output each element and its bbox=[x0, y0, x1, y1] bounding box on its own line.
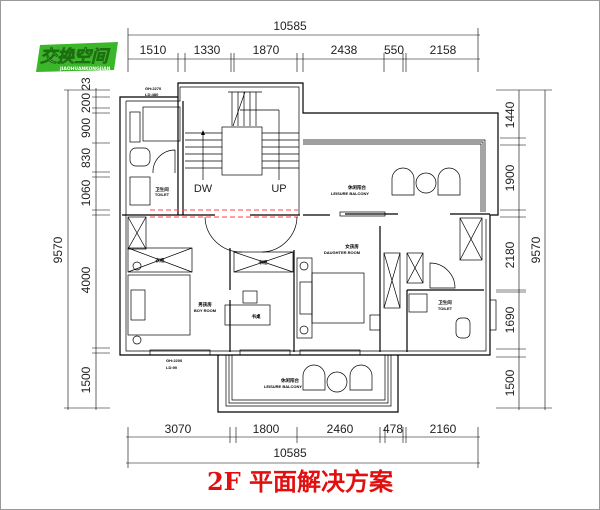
dim-left: 830 bbox=[79, 148, 93, 168]
left-dimensions: 9570 23 200 900 830 1060 4000 1500 bbox=[51, 77, 110, 410]
bookcase bbox=[233, 251, 294, 273]
dim-bottom: 3070 bbox=[165, 422, 192, 436]
round-table bbox=[415, 172, 437, 194]
chair bbox=[242, 290, 258, 304]
room-label-en: LEISURE BALCONY bbox=[264, 384, 303, 389]
bed bbox=[127, 274, 191, 336]
dim-left: 23 bbox=[79, 77, 93, 91]
dim-right: 1690 bbox=[503, 306, 517, 333]
room-label-cn: 女孩房 bbox=[345, 243, 359, 250]
wardrobe bbox=[127, 216, 147, 250]
desk bbox=[224, 304, 271, 326]
dim-bottom: 1800 bbox=[253, 422, 280, 436]
pillow bbox=[130, 289, 146, 321]
dim-top-total: 10585 bbox=[273, 19, 307, 33]
window-ld: LD:90 bbox=[166, 365, 178, 370]
dim-left: 4000 bbox=[79, 266, 93, 293]
dim-top: 550 bbox=[384, 43, 404, 57]
window-ld: LD:480 bbox=[145, 92, 159, 97]
dim-left: 1500 bbox=[79, 366, 93, 393]
toilet-fixture bbox=[129, 147, 151, 167]
dim-bottom: 478 bbox=[383, 422, 403, 436]
door-swing bbox=[152, 149, 176, 174]
door-swing bbox=[429, 262, 456, 289]
dim-top: 2438 bbox=[331, 43, 358, 57]
bookcase-label: 书柜 bbox=[259, 259, 268, 266]
dim-bottom: 2160 bbox=[430, 422, 457, 436]
toilet-fixture bbox=[455, 317, 471, 339]
dim-left-total: 9570 bbox=[51, 236, 65, 263]
room-label-en: TOILET bbox=[438, 306, 453, 311]
study: 书柜 书桌 bbox=[224, 251, 294, 326]
dim-bottom-total: 10585 bbox=[273, 446, 307, 460]
desk-label: 书桌 bbox=[252, 313, 261, 320]
bottom-dimensions: 3070 1800 2460 478 2160 10585 bbox=[126, 422, 480, 468]
chair bbox=[302, 364, 326, 391]
stair-up-label: UP bbox=[271, 183, 286, 195]
chair bbox=[349, 364, 373, 391]
dim-right: 1900 bbox=[503, 164, 517, 191]
dim-right: 2180 bbox=[503, 241, 517, 268]
balcony-top: 休闲阳台 LEISURE BALCONY bbox=[331, 167, 461, 196]
dim-right-total: 9570 bbox=[529, 236, 543, 263]
toilet-room-2: 卫生间 TOILET bbox=[383, 217, 483, 339]
wardrobe bbox=[127, 247, 193, 273]
wardrobe bbox=[406, 252, 424, 284]
round-table bbox=[326, 371, 348, 393]
shelf bbox=[129, 111, 141, 143]
dim-left: 900 bbox=[79, 118, 93, 138]
washbasin bbox=[129, 176, 151, 206]
wardrobe bbox=[383, 252, 401, 309]
room-label-en: DAUGHTER ROOM bbox=[324, 250, 361, 255]
room-label-en: LEISURE BALCONY bbox=[331, 191, 370, 196]
top-dimensions: 10585 1510 1330 1870 2438 550 2158 bbox=[127, 19, 480, 72]
room-label-cn: 休闲阳台 bbox=[347, 184, 366, 191]
balcony-bottom: 休闲阳台 LEISURE BALCONY bbox=[217, 355, 399, 413]
chair bbox=[391, 167, 415, 196]
washbasin bbox=[408, 293, 428, 313]
pillow bbox=[299, 281, 313, 315]
right-dimensions: 9570 1440 1900 2180 1690 1500 bbox=[496, 89, 552, 410]
room-label-cn: 男孩房 bbox=[198, 301, 212, 308]
room-label-en: TOILET bbox=[155, 192, 170, 197]
dim-bottom: 2460 bbox=[327, 422, 354, 436]
wardrobe bbox=[459, 217, 483, 261]
toilet-room-1: 卫生间 TOILET GH:2270 LD:480 bbox=[129, 86, 181, 206]
logo-badge bbox=[36, 42, 118, 72]
boy-room: 衣柜 男孩房 BOY ROOM GH:2200 LD:90 bbox=[127, 216, 217, 370]
window-gh: GH:2200 bbox=[166, 358, 183, 363]
dim-top: 1870 bbox=[253, 43, 280, 57]
dim-right: 1440 bbox=[503, 101, 517, 128]
chair bbox=[369, 314, 381, 331]
room-label-cn: 卫生间 bbox=[155, 186, 169, 193]
logo: 交换空间 JIAOHUANKONGJIAN bbox=[36, 42, 118, 72]
room-label-cn: 休闲阳台 bbox=[280, 377, 299, 384]
dim-top: 1510 bbox=[140, 43, 167, 57]
staircase: DW UP bbox=[185, 91, 299, 253]
logo-text: 交换空间 bbox=[40, 47, 111, 67]
room-label-cn: 卫生间 bbox=[438, 299, 452, 306]
room-label-en: BOY ROOM bbox=[194, 308, 217, 313]
window-gh: GH:2270 bbox=[145, 86, 162, 91]
dim-top: 2158 bbox=[430, 43, 457, 57]
wardrobe-label: 衣柜 bbox=[156, 257, 165, 264]
stair-down-label: DW bbox=[194, 183, 213, 195]
plan-title: 2F 平面解决方案 bbox=[207, 467, 394, 496]
dim-left: 200 bbox=[79, 93, 93, 113]
bathtub bbox=[142, 106, 181, 142]
chair bbox=[437, 167, 461, 196]
logo-subtext: JIAOHUANKONGJIAN bbox=[59, 66, 111, 72]
door-swing bbox=[261, 216, 298, 253]
walls bbox=[119, 82, 499, 356]
door-swing bbox=[204, 216, 243, 253]
dim-left: 1060 bbox=[79, 179, 93, 206]
dim-top: 1330 bbox=[194, 43, 221, 57]
dim-right: 1500 bbox=[503, 369, 517, 396]
daughter-room: 女孩房 DAUGHTER ROOM bbox=[296, 243, 381, 339]
